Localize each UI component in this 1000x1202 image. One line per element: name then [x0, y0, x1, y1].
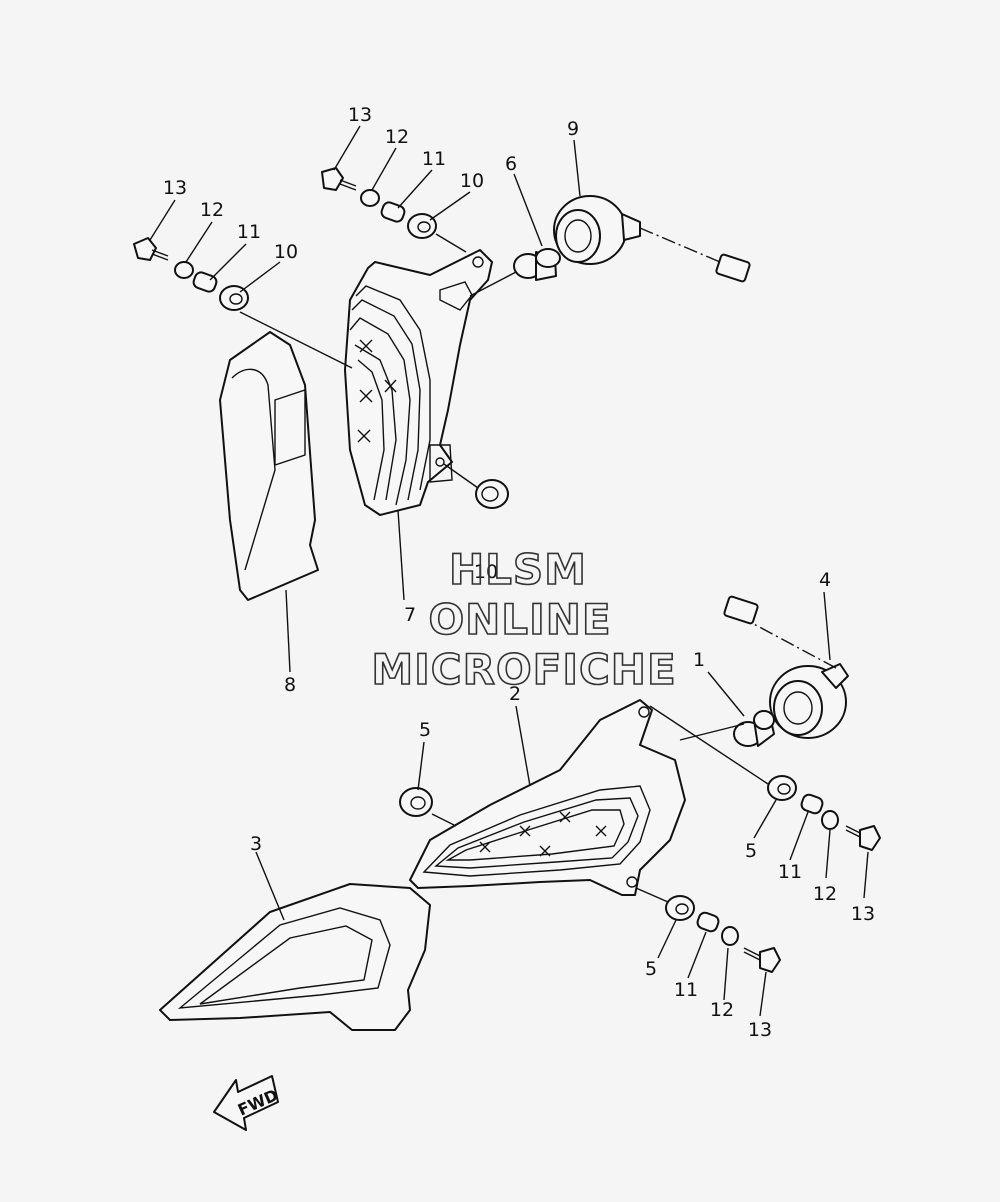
callout-9: 9 [567, 118, 579, 140]
callout-6: 6 [505, 153, 517, 175]
lower-assembly [159, 591, 881, 1031]
callout-labels: 13 12 11 10 13 12 11 10 6 9 10 7 8 4 1 2… [163, 104, 875, 1041]
callout-10: 10 [460, 170, 484, 192]
watermark-line-3: MICROFICHE [371, 645, 676, 694]
watermark: HLSM ONLINE MICROFICHE [371, 544, 677, 695]
callout-5: 5 [645, 958, 657, 980]
callout-12: 12 [385, 126, 409, 148]
socket-9 [553, 195, 751, 283]
callout-2: 2 [509, 683, 521, 705]
callout-3: 3 [250, 833, 262, 855]
callout-11: 11 [422, 148, 446, 170]
callout-10: 10 [474, 561, 498, 583]
bulb-6 [513, 248, 561, 281]
callout-13: 13 [851, 903, 875, 925]
fwd-arrow: FWD [213, 1075, 281, 1131]
grommet-10-lower [475, 479, 509, 509]
fwd-arrow-icon [213, 1075, 279, 1131]
callout-12: 12 [813, 883, 837, 905]
fastener-set-right-lower [665, 895, 781, 973]
callout-13: 13 [348, 104, 372, 126]
socket-4 [723, 595, 849, 739]
fastener-set-right-upper [767, 775, 881, 851]
turn-signal-body-2 [409, 699, 686, 896]
callout-12: 12 [710, 999, 734, 1021]
grommet-5-left [399, 787, 433, 817]
bulb-1 [733, 710, 775, 747]
watermark-line-2: ONLINE [428, 595, 611, 644]
callout-1: 1 [693, 649, 705, 671]
callout-5: 5 [419, 719, 431, 741]
lens-cover-8 [219, 331, 319, 601]
callout-8: 8 [284, 674, 296, 696]
callout-12: 12 [200, 199, 224, 221]
callout-13: 13 [163, 177, 187, 199]
watermark-line-1: HLSM [449, 545, 587, 594]
turn-signal-body-7 [344, 249, 493, 516]
fastener-set-left [133, 237, 249, 311]
callout-11: 11 [674, 979, 698, 1001]
upper-leaders [149, 125, 581, 673]
callout-4: 4 [819, 569, 831, 591]
callout-10: 10 [274, 241, 298, 263]
upper-assembly [133, 125, 751, 673]
callout-5: 5 [745, 840, 757, 862]
callout-7: 7 [404, 604, 416, 626]
lens-cover-3 [159, 883, 431, 1031]
callout-13: 13 [748, 1019, 772, 1041]
callout-11: 11 [237, 221, 261, 243]
fastener-set-top [321, 167, 437, 239]
callout-11: 11 [778, 861, 802, 883]
lower-leaders [255, 591, 869, 1017]
